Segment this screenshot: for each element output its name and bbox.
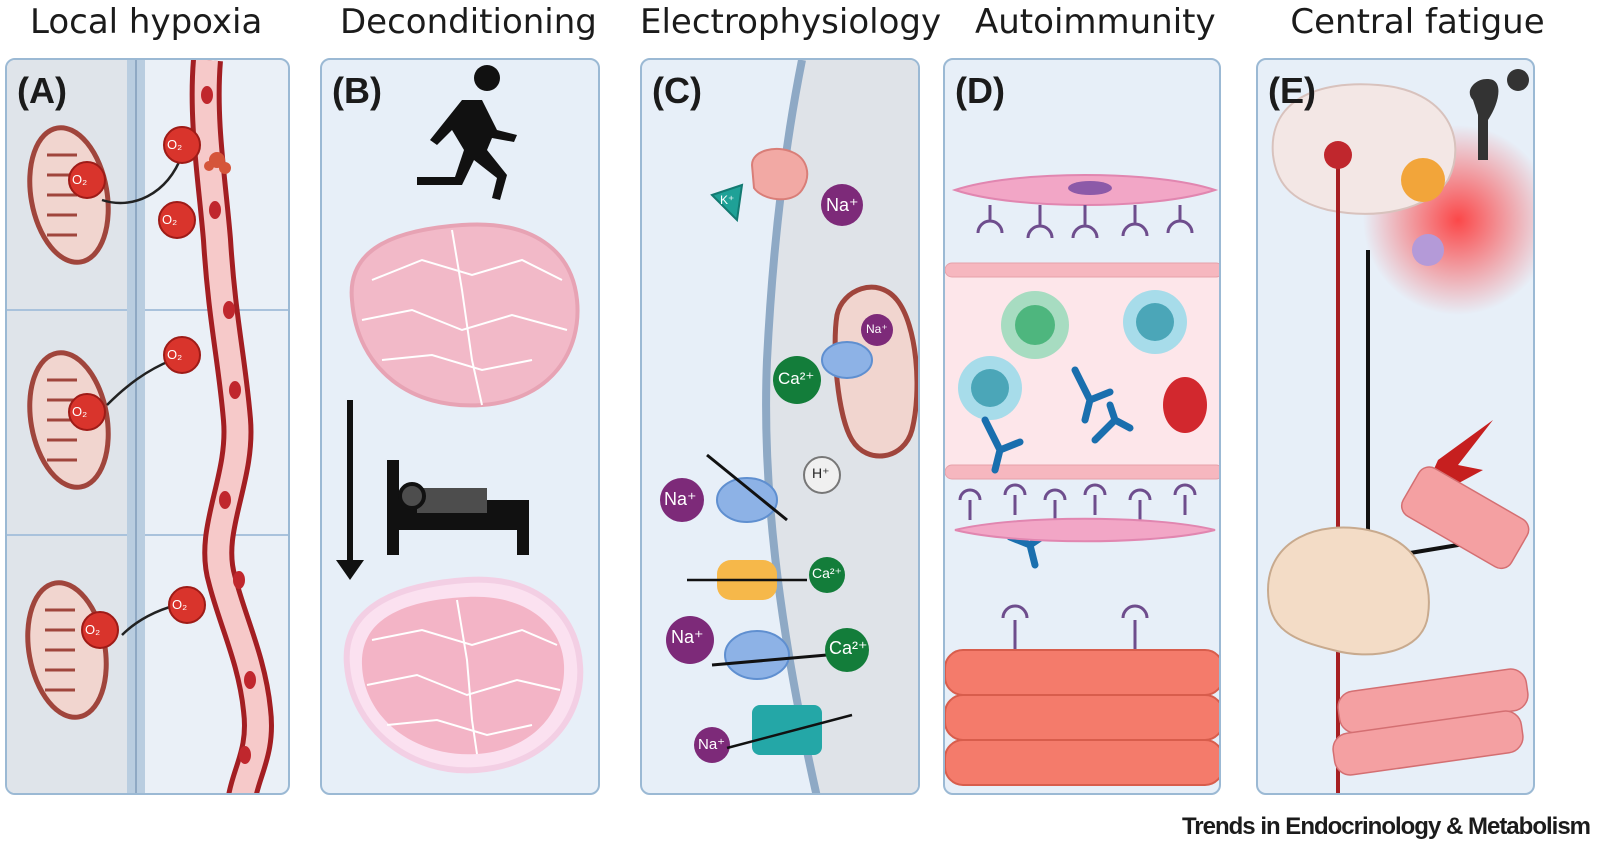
panel-electrophysiology: (C) K⁺ Na⁺ Na⁺ Ca²⁺ Na⁺ H⁺ Ca²⁺ Na⁺ Ca²⁺… (640, 58, 920, 795)
panel-letter-c: (C) (652, 70, 702, 111)
na-ion-1: Na⁺ (826, 195, 859, 215)
o2-molecule-7: O₂ (85, 622, 101, 637)
o2-molecule-2: O₂ (72, 172, 88, 187)
o2-molecule-4: O₂ (167, 347, 183, 362)
title-central-fatigue: Central fatigue (1290, 2, 1545, 42)
h-ion: H⁺ (812, 465, 830, 481)
title-deconditioning: Deconditioning (340, 2, 597, 42)
o2-molecule-5: O₂ (72, 404, 88, 419)
atrophied-muscle-cross-section-icon (343, 576, 584, 774)
ca-ion-1: Ca²⁺ (778, 369, 815, 388)
title-electrophysiology: Electrophysiology (640, 2, 942, 42)
publisher-attribution: Trends in Endocrinology & Metabolism (1181, 813, 1591, 840)
panel-deconditioning: (B) (320, 58, 600, 795)
o2-molecule-6: O₂ (172, 597, 188, 612)
panel-autoimmunity: (D) (943, 58, 1221, 795)
bed-icon (387, 460, 529, 555)
panel-letter-b: (B) (332, 70, 382, 111)
healthy-muscle-cross-section-icon (349, 222, 580, 408)
ca-ion-3: Ca²⁺ (829, 638, 868, 658)
running-person-icon (417, 65, 517, 200)
na-ion-4: Na⁺ (671, 627, 704, 647)
title-local-hypoxia: Local hypoxia (30, 2, 263, 42)
panel-central-fatigue: (E) (1256, 58, 1535, 795)
panel-local-hypoxia: (A) O₂ O₂ O₂ O₂ O₂ O₂ O₂ (5, 58, 290, 795)
panel-letter-d: (D) (955, 70, 1005, 111)
title-autoimmunity: Autoimmunity (975, 2, 1216, 42)
na-ion-3: Na⁺ (664, 489, 697, 509)
na-ion-5: Na⁺ (698, 736, 726, 753)
o2-molecule-1: O₂ (167, 137, 183, 152)
panel-letter-a: (A) (17, 70, 67, 111)
k-ion: K⁺ (720, 193, 735, 207)
o2-molecule-3: O₂ (162, 212, 178, 227)
panel-letter-e: (E) (1268, 70, 1316, 111)
ca-ion-2: Ca²⁺ (812, 565, 842, 581)
na-ion-2: Na⁺ (866, 322, 888, 336)
